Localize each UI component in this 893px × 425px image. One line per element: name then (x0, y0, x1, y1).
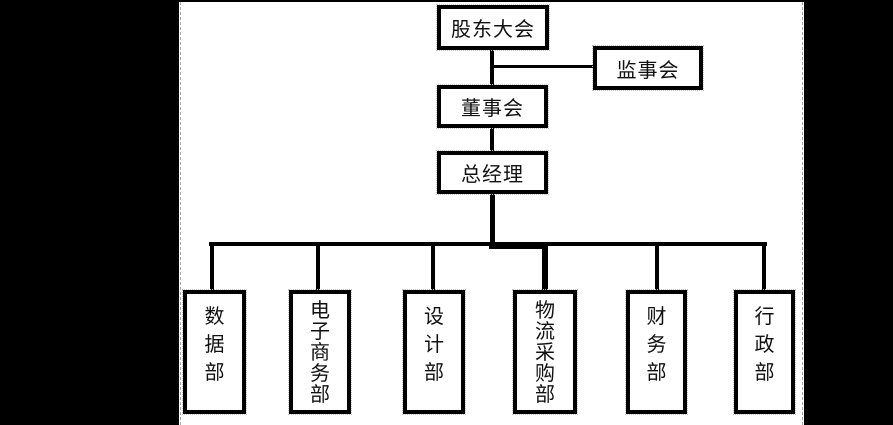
connector-gm-to-trunk (490, 192, 495, 245)
node-label: 物流采购部 (535, 298, 555, 406)
node-label: 董事会 (461, 96, 524, 120)
node-shareholders-meeting: 股东大会 (436, 4, 550, 51)
connector-drop-admin-dept (762, 244, 766, 292)
connector-trunk (209, 242, 767, 246)
page-top-border (179, 0, 804, 2)
node-board-of-directors: 董事会 (436, 84, 549, 129)
connector-shareholders-to-board (490, 48, 494, 87)
node-dept-ecommerce: 电子商务部 (288, 289, 352, 415)
connector-drop-logistics-dept (542, 244, 548, 292)
node-dept-logistics-procurement: 物流采购部 (512, 289, 578, 415)
node-label: 设计部 (424, 304, 444, 384)
node-dept-administration: 行政部 (733, 289, 796, 415)
connector-drop-finance-dept (655, 244, 659, 292)
node-dept-design: 设计部 (402, 289, 466, 415)
connector-to-supervisory (493, 65, 593, 68)
node-general-manager: 总经理 (436, 150, 549, 195)
connector-board-to-gm (490, 126, 494, 153)
node-label: 总经理 (461, 162, 524, 186)
node-label: 数据部 (204, 304, 225, 384)
text-boundary-right (802, 2, 803, 425)
node-label: 行政部 (754, 304, 775, 384)
node-dept-data: 数据部 (182, 289, 247, 415)
connector-drop-design-dept (431, 244, 435, 292)
connector-drop-ecommerce-dept (316, 244, 320, 292)
text-boundary-left (180, 2, 181, 425)
node-dept-finance: 财务部 (625, 289, 688, 415)
connector-drop-data-dept (210, 244, 214, 292)
node-label: 财务部 (646, 304, 667, 384)
connector-trunk-junction (489, 242, 548, 249)
node-label: 电子商务部 (310, 298, 330, 406)
node-label: 股东大会 (451, 17, 535, 41)
node-supervisory-board: 监事会 (592, 45, 704, 91)
node-label: 监事会 (616, 57, 680, 82)
